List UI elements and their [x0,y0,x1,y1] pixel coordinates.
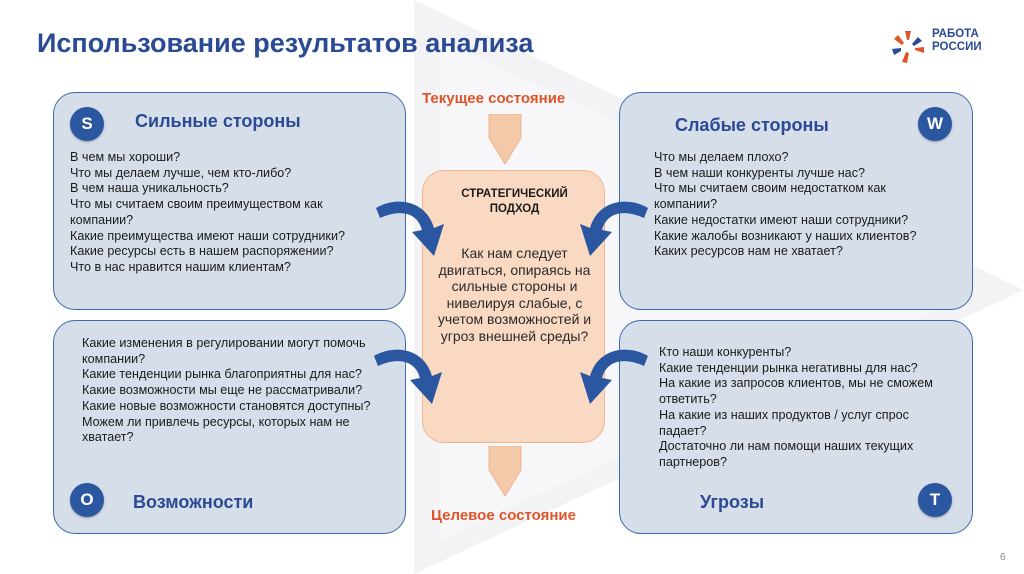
strategic-approach-text: Как нам следует двигаться, опираясь на с… [437,245,592,344]
list-item: На какие из наших продуктов / услуг спро… [659,407,909,438]
down-chevron-icon [488,114,522,165]
threats-list: Кто наши конкуренты? Какие тенденции рын… [659,345,955,471]
curved-arrow-icon [376,201,444,256]
opportunities-heading: Возможности [133,492,254,512]
threats-box [619,320,973,534]
list-item: Какие тенденции рынка благоприятны для н… [82,367,362,382]
list-item: Что мы делаем плохо? [654,150,789,164]
rabota-rossii-logo [892,31,924,63]
opportunities-list: Какие изменения в регулировании могут по… [82,336,382,446]
list-item: В чем наша уникальность? [70,181,229,196]
page-number: 6 [1000,552,1006,563]
list-item: Какие возможности мы еще не рассматривал… [82,383,371,413]
list-item: Что мы делаем лучше, чем кто-либо? [70,165,292,180]
threats-badge: T [918,483,952,517]
list-item: В чем мы хороши? [70,150,181,164]
list-item: Каких ресурсов нам не хватает? [654,244,843,259]
logo-line2: РОССИИ [932,41,982,53]
list-item: Какие преимущества имеют наши сотрудники… [70,228,345,243]
list-item: Что в нас нравится нашим клиентам? [70,259,291,274]
list-item: Что мы считаем своим недостатком как ком… [654,181,886,212]
threats-heading: Угрозы [700,492,765,512]
list-item: Какие недостатки имеют наши сотрудники? [654,212,909,227]
current-state-label: Текущее состояние [422,90,566,107]
list-item: Кто наши конкуренты? [659,345,792,359]
list-item: Какие тенденции рынка негативны для нас? [659,360,918,375]
strengths-badge: S [70,107,104,141]
strengths-box [53,92,406,310]
page-title: Использование результатов анализа [37,28,534,58]
list-item: В чем наши конкуренты лучше нас? [654,165,865,180]
strategic-title-line2: ПОДХОД [489,203,540,215]
strategic-title-line1: СТРАТЕГИЧЕСКИЙ [461,188,568,200]
opportunities-badge: O [70,483,104,517]
target-state-label: Целевое состояние [431,507,576,524]
opportunities-box [53,320,406,534]
list-item: Какие изменения в регулировании могут по… [82,336,366,366]
weaknesses-list: Что мы делаем плохо? В чем наши конкурен… [654,150,924,260]
down-chevron-icon [488,446,522,497]
list-item: На какие из запросов клиентов, мы не смо… [659,376,933,407]
strengths-list: В чем мы хороши? Что мы делаем лучше, че… [70,150,388,276]
weaknesses-heading: Слабые стороны [675,115,829,135]
weaknesses-box [619,92,973,310]
curved-arrow-icon [580,349,648,404]
list-item: Можем ли привлечь ресурсы, которых нам н… [82,414,350,445]
strengths-heading: Сильные стороны [135,111,301,131]
list-item: Какие ресурсы есть в нашем распоряжении? [70,244,334,259]
logo-text: РАБОТА РОССИИ [932,28,982,54]
list-item: Что мы считаем своим преимуществом как к… [70,197,323,227]
curved-arrow-icon [580,201,648,256]
logo-line1: РАБОТА [932,28,979,40]
weaknesses-badge: W [918,107,952,141]
strategic-approach-title: СТРАТЕГИЧЕСКИЙ ПОДХОД [423,187,606,217]
curved-arrow-icon [374,349,442,404]
strategic-approach-box: СТРАТЕГИЧЕСКИЙ ПОДХОД Как нам следует дв… [422,170,605,443]
list-item: Достаточно ли нам помощи наших текущих п… [659,439,914,469]
list-item: Какие жалобы возникают у наших клиентов? [654,228,917,243]
